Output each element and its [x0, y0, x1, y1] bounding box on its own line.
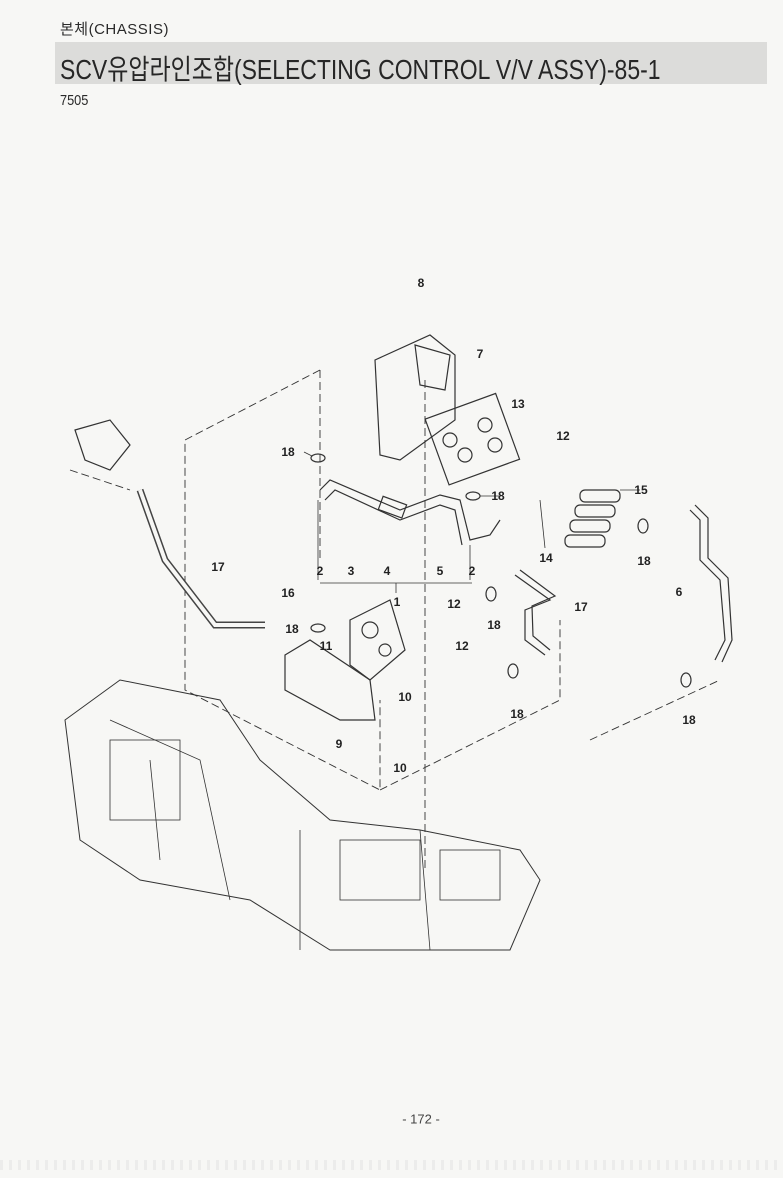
callout-label: 17	[574, 600, 588, 614]
callout-label: 18	[285, 622, 299, 636]
callout-label: 18	[491, 489, 505, 503]
callout-label: 12	[447, 597, 461, 611]
callout-label: 6	[675, 585, 683, 599]
callout-label: 17	[211, 560, 225, 574]
page-title: SCV유압라인조합(SELECTING CONTROL V/V ASSY)-85…	[60, 54, 661, 85]
callout-label: 18	[281, 445, 295, 459]
callout-label: 4	[383, 564, 391, 578]
callout-label: 18	[487, 618, 501, 632]
callout-label: 13	[511, 397, 525, 411]
callout-label: 14	[539, 551, 553, 565]
callout-label: 15	[634, 483, 648, 497]
callout-label: 7	[476, 347, 484, 361]
callout-label: 3	[347, 564, 355, 578]
callout-label: 16	[281, 586, 295, 600]
callout-label: 18	[682, 713, 696, 727]
callout-label: 2	[468, 564, 476, 578]
page-number: - 172 -	[402, 1111, 440, 1127]
scan-artifact-strip	[0, 1160, 783, 1170]
callout-label: 1	[393, 595, 401, 609]
callout-label: 12	[556, 429, 570, 443]
callout-label: 12	[455, 639, 469, 653]
title-bar	[55, 42, 767, 84]
model-code: 7505	[60, 92, 89, 109]
callout-label: 10	[393, 761, 407, 775]
callout-label: 10	[398, 690, 412, 704]
callout-label: 18	[637, 554, 651, 568]
callout-label: 2	[316, 564, 324, 578]
callout-label: 9	[335, 737, 343, 751]
callout-label: 5	[436, 564, 444, 578]
callout-label: 8	[417, 276, 425, 290]
callout-label: 11	[319, 639, 333, 653]
callout-label: 18	[510, 707, 524, 721]
section-label: 본체(CHASSIS)	[60, 21, 169, 38]
